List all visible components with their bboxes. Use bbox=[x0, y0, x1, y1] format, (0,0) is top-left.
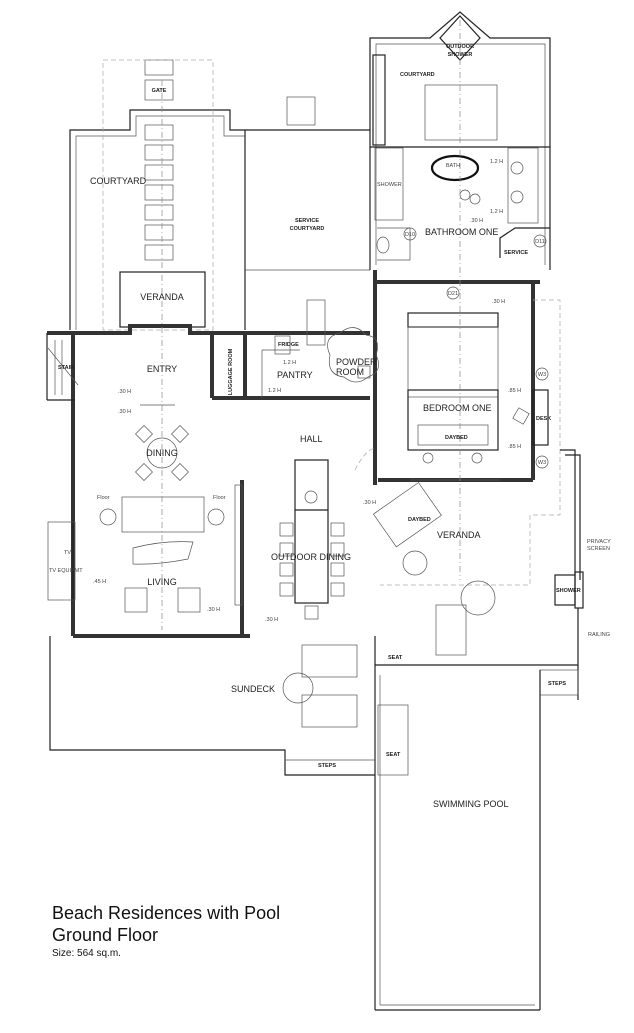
height-45: .45 H bbox=[93, 579, 106, 585]
label-steps: STEPS bbox=[318, 763, 336, 769]
label-bathroom-one: BATHROOM ONE bbox=[425, 227, 498, 237]
label-gate: GATE bbox=[152, 88, 167, 94]
label-pantry: PANTRY bbox=[277, 370, 313, 380]
label-shower: SHOWER bbox=[377, 182, 402, 188]
label-veranda-entry: VERANDA bbox=[140, 292, 184, 302]
label-sundeck: SUNDECK bbox=[231, 684, 275, 694]
label-luggage-room: LUGGAGE ROOM bbox=[228, 348, 234, 395]
label-railing: RAILING bbox=[588, 632, 610, 638]
plan-title-block: Beach Residences with Pool Ground Floor … bbox=[52, 902, 280, 959]
outdoor-dining-table bbox=[279, 447, 376, 620]
label-bath: BATH bbox=[446, 163, 460, 169]
label-service-courtyard: SERVICE bbox=[295, 218, 319, 224]
tag-w3-top: W3 bbox=[538, 372, 546, 378]
label-stair: STAIR bbox=[58, 365, 74, 371]
label-outdoor-dining: OUTDOOR DINING bbox=[271, 552, 351, 562]
label-courtyard-top: COURTYARD bbox=[400, 72, 435, 78]
label-shower-outdoor: SHOWER bbox=[556, 588, 581, 594]
sundeck-pool bbox=[49, 636, 541, 1011]
height-30-bed: .30 H bbox=[492, 299, 505, 305]
bathroom-block bbox=[369, 11, 551, 270]
label-seat-2: SEAT bbox=[386, 752, 401, 758]
label-service-courtyard-2: COURTYARD bbox=[290, 226, 325, 232]
plan-size: Size: 564 sq.m. bbox=[52, 948, 121, 959]
label-daybed: DAYBED bbox=[445, 435, 468, 441]
label-desk: DESK bbox=[536, 416, 551, 422]
height-annotations: 1.2 H 1.2 H .30 H .30 H .85 H .85 H .30 … bbox=[93, 159, 521, 623]
label-dining: DINING bbox=[146, 448, 178, 458]
height-1-2-pantry: 1.2 H bbox=[268, 388, 281, 394]
label-tv-equipment: TV EQUIPMT bbox=[49, 568, 83, 574]
height-30-living: .30 H bbox=[207, 607, 220, 613]
label-entry: ENTRY bbox=[147, 364, 177, 374]
height-1-2-b: 1.2 H bbox=[490, 209, 503, 215]
label-outdoor-shower: OUTDOOR bbox=[446, 44, 474, 50]
plan-subtitle: Ground Floor bbox=[52, 925, 159, 945]
label-privacy-screen-2: SCREEN bbox=[587, 546, 610, 552]
height-30-bath: .30 H bbox=[470, 218, 483, 224]
label-tv: TV bbox=[64, 550, 71, 556]
courtyard-area bbox=[69, 59, 370, 331]
label-powder: POWDER bbox=[336, 357, 377, 367]
height-1-2-a: 1.2 H bbox=[490, 159, 503, 165]
tag-d21: D21 bbox=[448, 291, 458, 297]
label-floor-lamp-1: Floor bbox=[97, 495, 110, 501]
house-walls bbox=[46, 270, 379, 638]
label-powder-2: ROOM bbox=[336, 367, 364, 377]
height-1-2-fridge: 1.2 H bbox=[283, 360, 296, 366]
label-steps-right: STEPS bbox=[548, 681, 566, 687]
label-outdoor-shower-2: SHOWER bbox=[448, 52, 473, 58]
door-window-tags: D10 D11 D21 W3 W3 bbox=[403, 227, 549, 469]
veranda-deck bbox=[372, 299, 584, 700]
bedroom bbox=[375, 280, 549, 482]
label-courtyard: COURTYARD bbox=[90, 176, 147, 186]
label-privacy-screen: PRIVACY bbox=[587, 539, 611, 545]
label-bedroom-one: BEDROOM ONE bbox=[423, 403, 492, 413]
label-veranda: VERANDA bbox=[437, 530, 481, 540]
height-85-b: .85 H bbox=[508, 444, 521, 450]
room-labels: OUTDOOR SHOWER COURTYARD GATE COURTYARD … bbox=[49, 44, 611, 809]
label-service: SERVICE bbox=[504, 250, 528, 256]
height-30-entry-2: .30 H bbox=[118, 409, 131, 415]
tag-d10: D10 bbox=[405, 232, 415, 238]
height-30-deck: .30 H bbox=[265, 617, 278, 623]
label-daybed-veranda: DAYBED bbox=[408, 517, 431, 523]
height-30-veranda: .30 H bbox=[363, 500, 376, 506]
label-floor-lamp-2: Floor bbox=[213, 495, 226, 501]
label-swimming-pool: SWIMMING POOL bbox=[433, 799, 509, 809]
label-living: LIVING bbox=[147, 577, 177, 587]
tag-d11: D11 bbox=[535, 239, 545, 245]
living-furniture bbox=[99, 425, 225, 613]
plan-title: Beach Residences with Pool bbox=[52, 903, 281, 923]
height-30-entry-1: .30 H bbox=[118, 389, 131, 395]
label-hall: HALL bbox=[300, 434, 323, 444]
label-fridge: FRIDGE bbox=[278, 342, 299, 348]
tag-w3-bottom: W3 bbox=[538, 460, 546, 466]
height-85-a: .85 H bbox=[508, 388, 521, 394]
label-seat-1: SEAT bbox=[388, 655, 403, 661]
